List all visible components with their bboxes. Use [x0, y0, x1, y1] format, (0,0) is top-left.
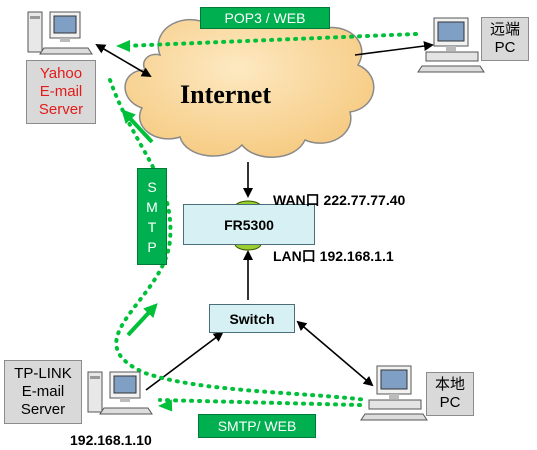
desktop-pc-icon — [417, 17, 485, 73]
smtp-vertical-label: S M T P — [137, 168, 167, 265]
remote-pc-line-2: PC — [494, 39, 516, 56]
yahoo-line-1: Yahoo — [39, 65, 83, 82]
remote-pc-label: 远端 PC — [481, 17, 529, 61]
yahoo-email-server-label: Yahoo E-mail Server — [26, 60, 96, 124]
yahoo-line-2: E-mail — [39, 83, 83, 100]
smtp-letter-t: T — [147, 218, 157, 235]
smtp-web-label: SMTP/ WEB — [198, 414, 316, 438]
router-fr5300: FR5300 — [183, 204, 315, 245]
local-pc-line-2: PC — [439, 394, 461, 411]
yahoo-line-3: Server — [38, 101, 84, 118]
pop3-web-label: POP3 / WEB — [200, 7, 330, 29]
smtp-letter-s: S — [147, 178, 157, 195]
connection-lines — [95, 41, 434, 391]
wan-port-label: WAN口 222.77.77.40 — [273, 192, 406, 208]
flow-arrowheads — [116, 40, 173, 412]
tplink-line-3: Server — [20, 401, 66, 418]
lan-port-label: LAN口 192.168.1.1 — [273, 248, 394, 264]
tplink-line-1: TP-LINK — [14, 365, 72, 382]
server-computer-icon — [87, 371, 153, 415]
mail-flow-paths — [108, 32, 418, 407]
internet-label: Internet — [180, 80, 271, 109]
local-pc-label: 本地 PC — [426, 372, 474, 416]
local-pc-line-1: 本地 — [434, 376, 465, 393]
remote-pc-line-1: 远端 — [489, 21, 520, 38]
switch-node: Switch — [209, 304, 295, 333]
smtp-letter-m: M — [146, 198, 158, 215]
tplink-line-2: E-mail — [21, 383, 65, 400]
smtp-letter-p: P — [147, 238, 157, 255]
desktop-pc-icon — [360, 365, 428, 421]
tplink-ip-label: 192.168.1.10 — [70, 432, 152, 448]
tplink-email-server-label: TP-LINK E-mail Server — [4, 360, 82, 424]
server-computer-icon — [27, 11, 93, 55]
